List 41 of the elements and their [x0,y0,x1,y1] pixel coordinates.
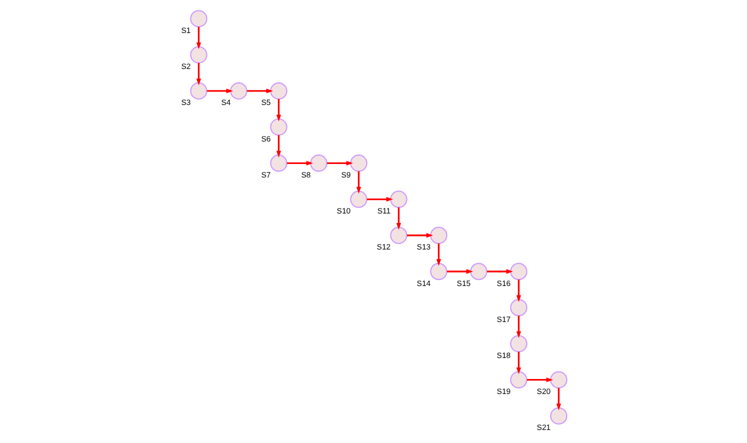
arrow [446,269,473,274]
node-circle [350,190,367,208]
arrow [196,62,201,86]
arrow [526,378,553,382]
node-circle [390,190,407,208]
node-circle [270,154,287,172]
arrow [196,26,201,50]
node-circle [510,371,527,388]
node-circle [510,335,527,352]
node-circle [190,46,207,64]
arrow [326,160,353,166]
node-circle [550,407,567,425]
arrow [396,207,401,230]
node-circle [270,82,287,100]
arrow [286,160,313,166]
node-circle [510,299,527,316]
arrow [276,99,281,122]
arrow [246,88,273,94]
arrow [436,243,441,266]
arrow [516,316,521,338]
node-circle [350,154,367,172]
node-circle [310,154,327,172]
arrow [276,135,281,158]
arrow [356,171,361,194]
node-circle [190,82,207,100]
arrow [516,352,521,374]
arrow [516,280,521,302]
node-circle [550,371,567,388]
arrow [366,196,393,202]
node-circle [270,118,287,136]
arrow [486,269,513,274]
node-circle [430,262,447,280]
arrow [206,88,233,94]
arrow [556,388,561,410]
node-circle [470,262,487,280]
node-circle [190,10,207,28]
node-circle [390,226,407,244]
arrow [406,233,433,238]
node-circle [510,262,527,280]
node-circle [230,82,247,100]
node-circle [430,226,447,244]
